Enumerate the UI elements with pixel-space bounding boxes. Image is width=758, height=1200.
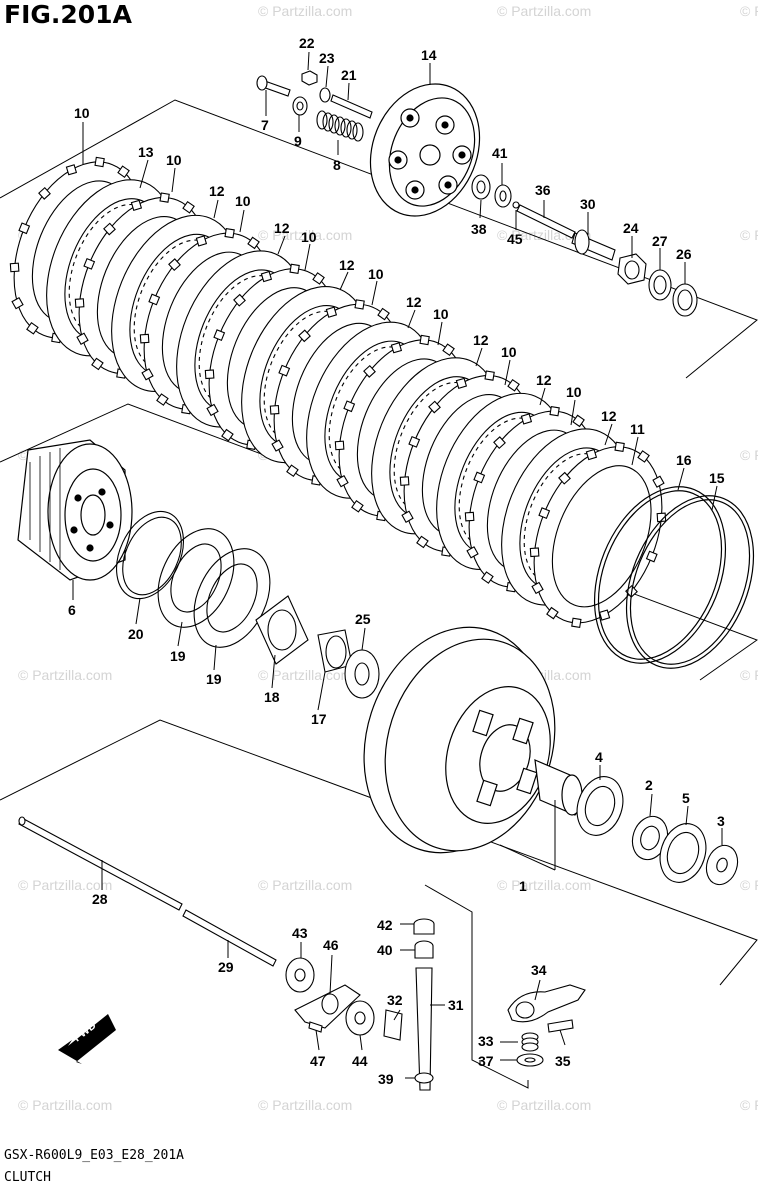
callout-37: 37	[478, 1053, 494, 1069]
watermark-text: © Partzilla.com	[740, 3, 758, 19]
watermark-text: © Partzilla.com	[740, 877, 758, 893]
hub-hardware	[116, 510, 380, 699]
callout-2: 2	[645, 777, 653, 793]
watermark-text: © Partzilla.com	[497, 877, 591, 893]
callout-10c: 10	[235, 193, 251, 209]
callout-44: 44	[352, 1053, 368, 1069]
callout-13: 13	[138, 144, 154, 160]
callout-10g: 10	[501, 344, 517, 360]
callout-43: 43	[292, 925, 308, 941]
pressure-plate-hardware	[256, 70, 373, 142]
figure-title: FIG.201A	[4, 0, 132, 29]
callout-36: 36	[535, 182, 551, 198]
watermark-text: © Partzilla.com	[258, 227, 352, 243]
clutch-housing	[363, 626, 583, 854]
callout-19b: 19	[206, 671, 222, 687]
callout-26: 26	[676, 246, 692, 262]
callout-46: 46	[323, 937, 339, 953]
callout-14: 14	[421, 47, 437, 63]
push-rods	[18, 816, 277, 967]
callout-38: 38	[471, 221, 487, 237]
callout-labels: 1 2 3 4 5 6 7 8 9 10 10 10 10 10 10 10 1…	[68, 35, 725, 1087]
callout-41: 41	[492, 145, 508, 161]
gear-bearings	[576, 776, 739, 886]
callout-18: 18	[264, 689, 280, 705]
callout-12g: 12	[601, 408, 617, 424]
callout-5: 5	[682, 790, 690, 806]
callout-32: 32	[387, 992, 403, 1008]
callout-8: 8	[333, 157, 341, 173]
callout-34: 34	[531, 962, 547, 978]
callout-40: 40	[377, 942, 393, 958]
clutch-hub	[17, 439, 133, 581]
callout-47: 47	[310, 1053, 326, 1069]
callout-42: 42	[377, 917, 393, 933]
callout-10b: 10	[166, 152, 182, 168]
watermark-text: © Partzilla.com	[740, 447, 758, 463]
watermark-text: © Partzilla.com	[18, 1097, 112, 1113]
callout-3: 3	[717, 813, 725, 829]
callout-10f: 10	[433, 306, 449, 322]
watermark-text: © Partzilla.com	[740, 227, 758, 243]
release-shaft	[285, 918, 435, 1091]
callout-29: 29	[218, 959, 234, 975]
callout-12f: 12	[536, 372, 552, 388]
callout-22: 22	[299, 35, 315, 51]
watermark-text: © Partzilla.com	[18, 667, 112, 683]
callout-31: 31	[448, 997, 464, 1013]
callout-21: 21	[341, 67, 357, 83]
callout-16: 16	[676, 452, 692, 468]
callout-25: 25	[355, 611, 371, 627]
callout-9: 9	[294, 133, 302, 149]
callout-12a: 12	[209, 183, 225, 199]
callout-6: 6	[68, 602, 76, 618]
callout-1: 1	[519, 878, 527, 894]
release-arm	[507, 984, 586, 1067]
callout-19a: 19	[170, 648, 186, 664]
callout-12c: 12	[339, 257, 355, 273]
callout-12d: 12	[406, 294, 422, 310]
watermark-text: © Partzilla.com	[740, 1097, 758, 1113]
callout-27: 27	[652, 233, 668, 249]
callout-10a: 10	[74, 105, 90, 121]
callout-15: 15	[709, 470, 725, 486]
judder-rings	[593, 486, 755, 669]
watermark-text: © Partzilla.com	[18, 877, 112, 893]
callout-35: 35	[555, 1053, 571, 1069]
watermark-text: © Partzilla.com	[258, 667, 352, 683]
watermark-text: © Partzilla.com	[258, 3, 352, 19]
watermark-text: © Partzilla.com	[258, 1097, 352, 1113]
callout-10e: 10	[368, 266, 384, 282]
callout-17: 17	[311, 711, 327, 727]
watermark-text: © Partzilla.com	[258, 877, 352, 893]
callout-33: 33	[478, 1033, 494, 1049]
callout-28: 28	[92, 891, 108, 907]
callout-30: 30	[580, 196, 596, 212]
clutch-plate-stack	[9, 156, 667, 629]
callout-11: 11	[630, 421, 645, 437]
watermark-text: © Partzilla.com	[497, 3, 591, 19]
callout-7: 7	[261, 117, 269, 133]
callout-10h: 10	[566, 384, 582, 400]
watermark-text: © Partzilla.com	[740, 667, 758, 683]
pressure-plate	[369, 83, 481, 217]
callout-45: 45	[507, 231, 523, 247]
callout-23: 23	[319, 50, 335, 66]
callout-24: 24	[623, 220, 639, 236]
callout-12b: 12	[274, 220, 290, 236]
model-code: GSX-R600L9_E03_E28_201A	[4, 1148, 185, 1163]
callout-20: 20	[128, 626, 144, 642]
callout-10d: 10	[301, 229, 317, 245]
callout-4: 4	[595, 749, 603, 765]
section-name: CLUTCH	[4, 1170, 51, 1185]
leader-lines	[72, 51, 723, 1089]
callout-12e: 12	[473, 332, 489, 348]
fwd-arrow-icon: FWD	[58, 1014, 116, 1064]
callout-39: 39	[378, 1071, 394, 1087]
watermark-text: © Partzilla.com	[497, 1097, 591, 1113]
